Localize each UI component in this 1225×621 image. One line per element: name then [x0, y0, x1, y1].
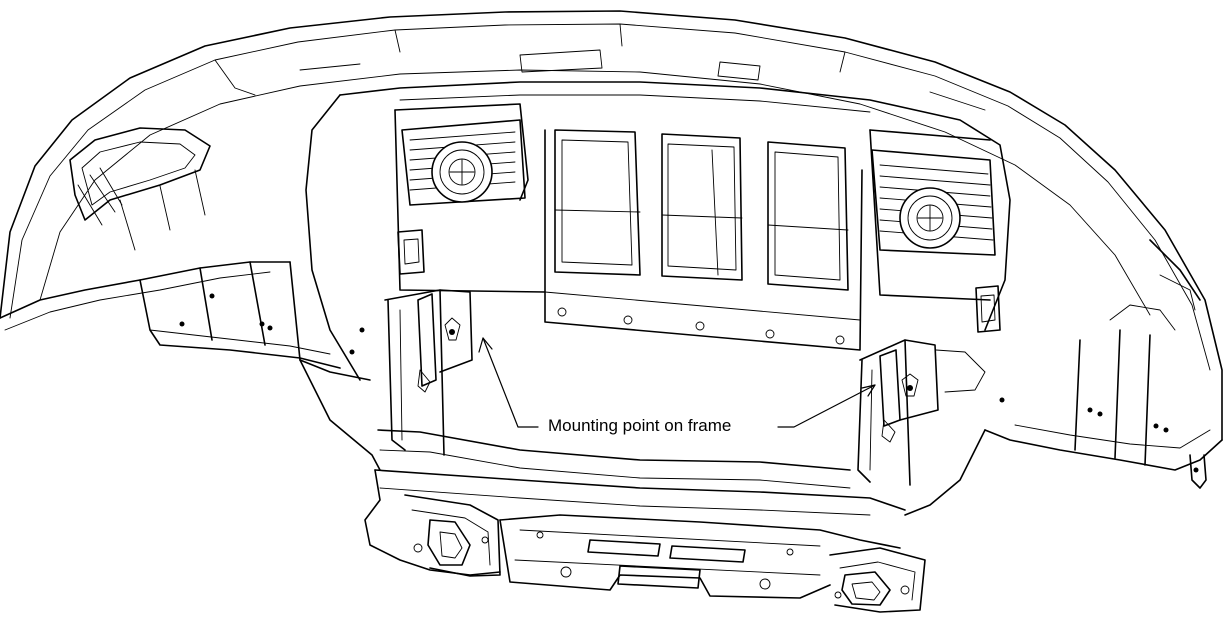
lower-crossmember — [364, 469, 926, 613]
callout-leaders — [478, 337, 876, 428]
centre-valance — [305, 81, 1011, 381]
bumper-fascia — [0, 10, 1223, 489]
fastener-dots — [179, 293, 1199, 473]
frame-rails — [299, 289, 986, 516]
callout-label: Mounting point on frame — [545, 416, 735, 436]
